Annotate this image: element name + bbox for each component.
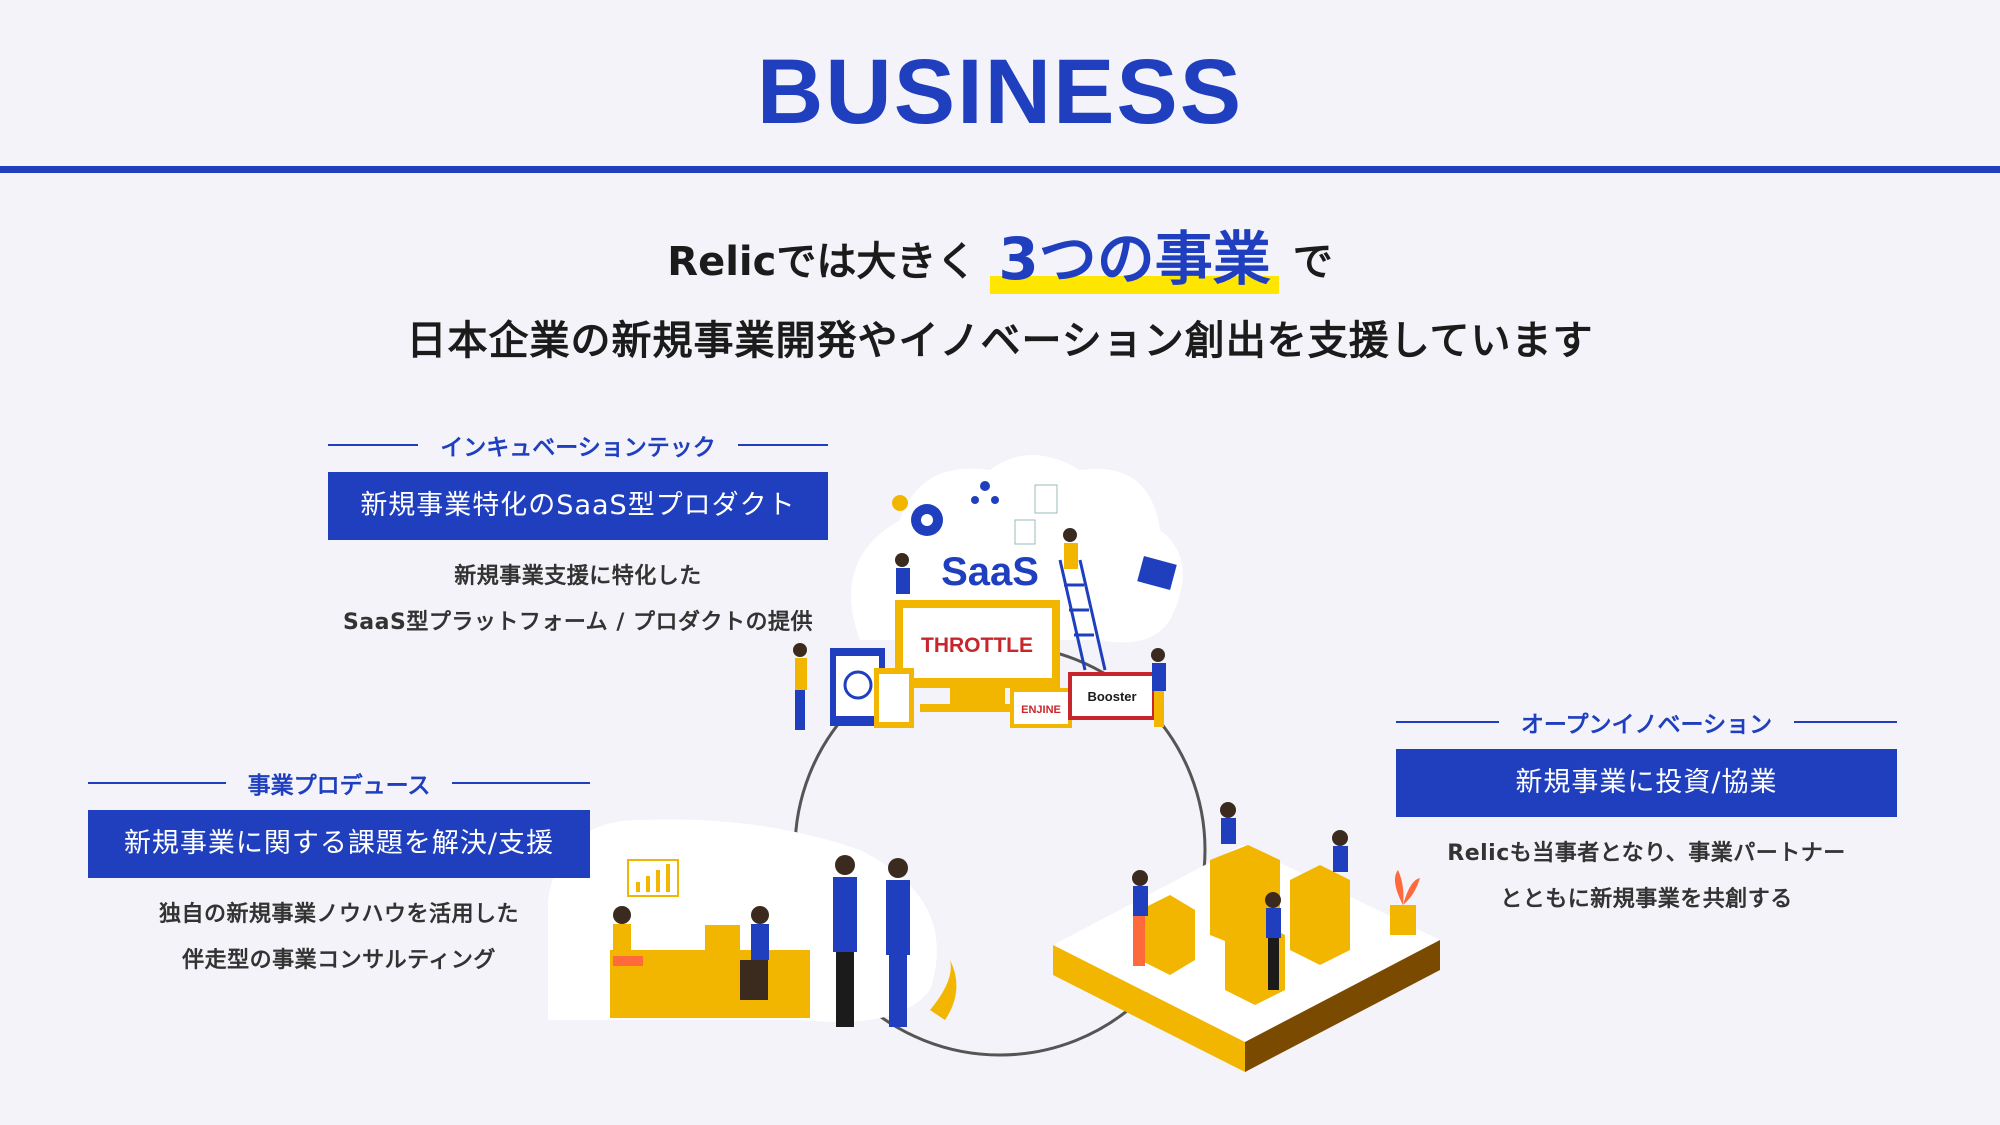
- produce-category-label: 事業プロデュース: [247, 773, 431, 799]
- open-innovation-category: オープンイノベーション: [1396, 705, 1898, 739]
- saas-illustration: SaaS THROTTLE ENJINE Booster: [793, 455, 1183, 730]
- incubation-category-label: インキュベーションテック: [440, 435, 716, 461]
- person-figure: [895, 553, 910, 594]
- flag: [1137, 556, 1177, 590]
- category-rule-left: [1396, 721, 1499, 723]
- booster-logo: Booster: [1087, 689, 1136, 704]
- handshake-figures: [833, 855, 910, 1027]
- document-icon: [1034, 484, 1058, 514]
- incubation-desc-line2: SaaS型プラットフォーム / プロダクトの提供: [342, 610, 814, 635]
- lead-line-2: 日本企業の新規事業開発やイノベーション創出を支援しています: [406, 318, 1594, 364]
- plant-icon: [1390, 870, 1420, 935]
- saas-label: SaaS: [941, 550, 1039, 594]
- title-divider: [0, 166, 2000, 173]
- category-rule-right: [737, 444, 829, 446]
- person-figure: [1332, 830, 1348, 872]
- person-figure: [1151, 648, 1166, 727]
- person-figure: [1265, 892, 1281, 990]
- small-gear-icon: [892, 495, 908, 511]
- person-figure: [1132, 870, 1148, 966]
- open-innovation-illustration: [1053, 802, 1440, 1072]
- person-figure: [740, 906, 769, 1000]
- page-title: BUSINESS: [756, 41, 1244, 143]
- produce-headline: 新規事業に関する課題を解決/支援: [88, 810, 590, 878]
- lead-text-after: で: [1292, 239, 1333, 285]
- open-innovation-description: Relicも当事者となり、事業パートナー とともに新規事業を共創する: [1396, 831, 1897, 923]
- person-figure: [1063, 528, 1078, 569]
- incubation-description: 新規事業支援に特化した SaaS型プラットフォーム / プロダクトの提供: [328, 554, 828, 646]
- enjine-logo: ENJINE: [1021, 704, 1061, 716]
- plant-decoration: [930, 960, 957, 1020]
- person-figure: [613, 906, 643, 966]
- category-rule-right: [452, 782, 591, 784]
- produce-desc-line1: 独自の新規事業ノウハウを活用した: [158, 902, 519, 927]
- person-figure: [793, 643, 807, 730]
- open-innovation-headline: 新規事業に投資/協業: [1396, 749, 1897, 817]
- open-innovation-desc-line2: とともに新規事業を共創する: [1500, 887, 1793, 912]
- category-rule-left: [88, 782, 226, 784]
- section-produce: 事業プロデュース 新規事業に関する課題を解決/支援 独自の新規事業ノウハウを活用…: [88, 766, 591, 984]
- produce-desc-line2: 伴走型の事業コンサルティング: [182, 948, 496, 973]
- incubation-desc-line1: 新規事業支援に特化した: [454, 564, 702, 589]
- open-innovation-desc-line1: Relicも当事者となり、事業パートナー: [1447, 841, 1846, 866]
- section-incubation: インキュベーションテック 新規事業特化のSaaS型プロダクト 新規事業支援に特化…: [328, 428, 829, 646]
- incubation-category: インキュベーションテック: [328, 428, 829, 462]
- lead-highlight: 3つの事業: [990, 212, 1280, 296]
- desk: [610, 950, 810, 1018]
- category-rule-right: [1794, 721, 1898, 723]
- document-icon-2: [1014, 519, 1036, 545]
- lead-text-before: Relicでは大きく: [667, 239, 977, 285]
- person-figure: [1220, 802, 1236, 844]
- ladder: [1058, 559, 1107, 671]
- gear-icon: [911, 504, 943, 536]
- network-icon: [971, 481, 999, 504]
- produce-description: 独自の新規事業ノウハウを活用した 伴走型の事業コンサルティング: [88, 892, 590, 984]
- consulting-illustration: [548, 819, 957, 1027]
- incubation-headline: 新規事業特化のSaaS型プロダクト: [328, 472, 828, 540]
- throttle-logo: THROTTLE: [921, 634, 1033, 657]
- lead-line-1: Relicでは大きく 3つの事業で: [0, 212, 2000, 296]
- section-open-innovation: オープンイノベーション 新規事業に投資/協業 Relicも当事者となり、事業パー…: [1396, 705, 1898, 923]
- open-innovation-category-label: オープンイノベーション: [1520, 712, 1773, 738]
- category-rule-left: [328, 444, 419, 446]
- chart-icon: [627, 859, 679, 897]
- laptop: [705, 925, 740, 951]
- produce-category: 事業プロデュース: [88, 766, 591, 800]
